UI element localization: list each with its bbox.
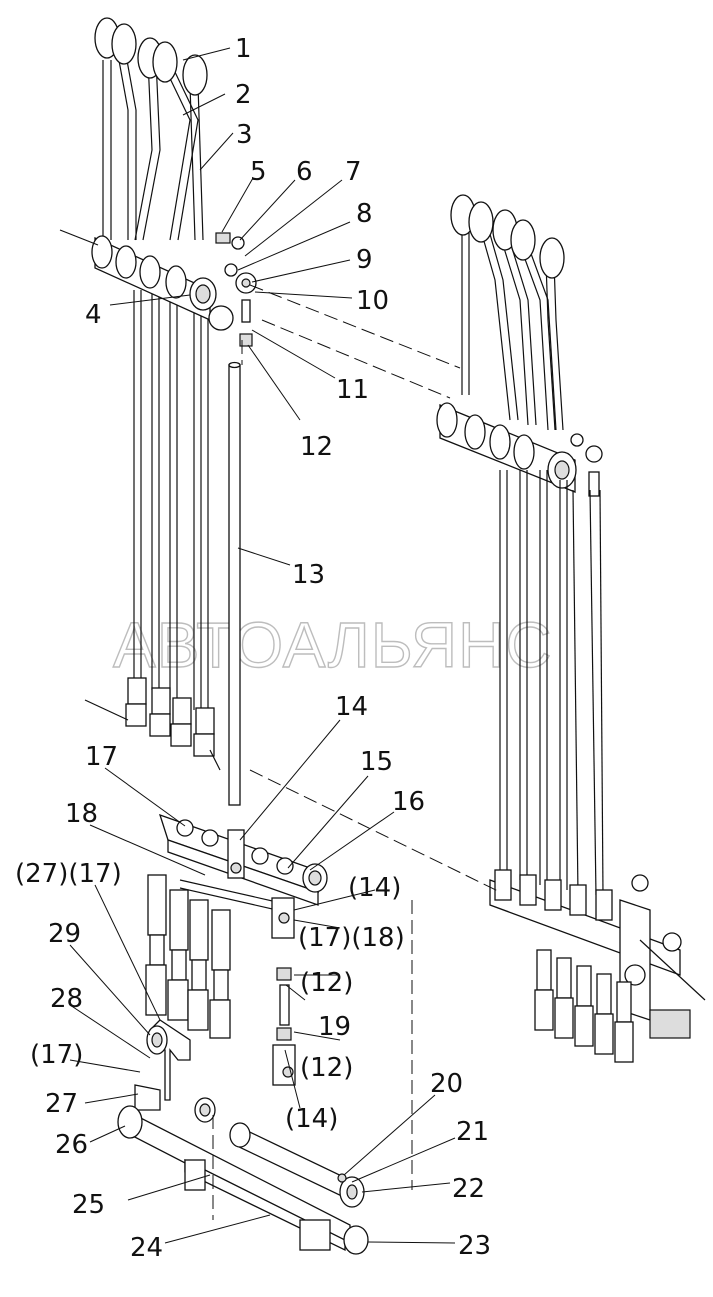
callout-1: 1 (235, 34, 252, 64)
callout-19: 19 (318, 1012, 351, 1042)
callout-17-paren: (17) (30, 1040, 83, 1070)
callout-5: 5 (250, 157, 267, 187)
callout-25: 25 (72, 1190, 105, 1220)
callout-2: 2 (235, 80, 252, 110)
callout-21: 21 (456, 1117, 489, 1147)
callout-12-paren-bottom: (12) (300, 1053, 353, 1083)
callout-6: 6 (296, 157, 313, 187)
center-lines (212, 284, 501, 1220)
callout-17: 17 (85, 742, 118, 772)
callout-9: 9 (356, 245, 373, 275)
callout-14-paren-bottom: (14) (285, 1104, 338, 1134)
lower-linkage (117, 813, 369, 1255)
callout-13: 13 (292, 560, 325, 590)
callout-7: 7 (345, 157, 362, 187)
callout-15: 15 (360, 747, 393, 777)
callout-28: 28 (50, 984, 83, 1014)
callout-23: 23 (458, 1231, 491, 1261)
callout-17-18-paren: (17)(18) (298, 923, 405, 953)
callout-27-17: (27)(17) (15, 859, 122, 889)
callout-20: 20 (430, 1069, 463, 1099)
callout-29: 29 (48, 919, 81, 949)
callout-4: 4 (85, 300, 102, 330)
callout-26: 26 (55, 1130, 88, 1160)
callout-22: 22 (452, 1174, 485, 1204)
watermark: АВТОАЛЬЯНС (113, 609, 553, 681)
callout-10: 10 (356, 286, 389, 316)
callout-14: 14 (335, 692, 368, 722)
callout-labels: 1 2 3 4 5 6 7 8 9 10 11 12 13 14 15 16 1… (15, 34, 491, 1263)
callout-12-paren-top: (12) (300, 968, 353, 998)
callout-8: 8 (356, 199, 373, 229)
callout-24: 24 (130, 1233, 163, 1263)
left-lever-assembly (59, 17, 257, 771)
callout-3: 3 (236, 120, 253, 150)
rod-13 (228, 361, 241, 806)
callout-27: 27 (45, 1089, 78, 1119)
callout-12: 12 (300, 432, 333, 462)
leader-lines (69, 47, 456, 1244)
callout-16: 16 (392, 787, 425, 817)
callout-18: 18 (65, 799, 98, 829)
callout-11: 11 (336, 375, 369, 405)
right-lever-assembly (436, 194, 706, 1063)
callout-14-paren: (14) (348, 873, 401, 903)
